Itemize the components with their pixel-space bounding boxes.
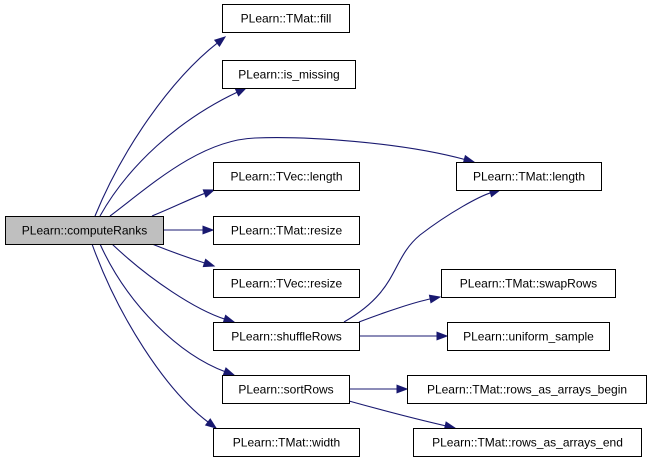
edge-computeRanks-to-sortRows — [99, 243, 236, 376]
edge-sortRows-to-rows_begin — [349, 384, 409, 394]
node-label: PLearn::TMat::fill — [241, 12, 332, 26]
edge-computeRanks-to-tvec_resize — [151, 243, 216, 268]
node-tmat_swapRows[interactable]: PLearn::TMat::swapRows — [441, 269, 616, 298]
arrowhead — [462, 154, 476, 164]
node-box — [213, 216, 360, 245]
node-tmat_fill[interactable]: PLearn::TMat::fill — [222, 4, 350, 33]
node-label: PLearn::sortRows — [238, 383, 333, 397]
node-sortRows[interactable]: PLearn::sortRows — [222, 375, 350, 404]
edge-line — [91, 243, 210, 424]
edge-line — [348, 400, 447, 427]
arrowhead — [436, 331, 449, 341]
node-box — [413, 428, 642, 457]
node-uniform_sample[interactable]: PLearn::uniform_sample — [447, 322, 610, 351]
edge-shuffleRows-to-tmat_length — [343, 188, 502, 323]
edge-computeRanks-to-tmat_resize — [162, 225, 215, 235]
node-box — [213, 428, 360, 457]
node-rows_end[interactable]: PLearn::TMat::rows_as_arrays_end — [413, 428, 642, 457]
arrowhead — [202, 258, 216, 268]
node-label: PLearn::uniform_sample — [463, 330, 594, 344]
edges-layer — [91, 36, 502, 431]
node-shuffleRows[interactable]: PLearn::shuffleRows — [213, 322, 360, 351]
node-label: PLearn::TMat::rows_as_arrays_begin — [427, 383, 627, 397]
edge-line — [99, 243, 226, 373]
edge-shuffleRows-to-uniform_sample — [359, 331, 449, 341]
arrowhead — [204, 418, 218, 429]
node-box — [213, 269, 360, 298]
node-box — [222, 375, 350, 404]
arrowhead — [428, 294, 442, 304]
node-is_missing[interactable]: PLearn::is_missing — [222, 60, 356, 89]
arrowhead — [202, 189, 216, 198]
node-tmat_width[interactable]: PLearn::TMat::width — [213, 428, 360, 457]
node-box — [407, 375, 647, 404]
node-box — [222, 60, 356, 89]
node-tvec_length[interactable]: PLearn::TVec::length — [213, 162, 360, 191]
edge-line — [99, 91, 239, 217]
node-tmat_length[interactable]: PLearn::TMat::length — [456, 162, 602, 191]
nodes-layer: PLearn::computeRanks PLearn::TMat::fillPL… — [5, 4, 647, 457]
node-label: PLearn::shuffleRows — [231, 330, 342, 344]
node-label: PLearn::TMat::width — [233, 436, 340, 450]
edge-computeRanks-to-tmat_width — [91, 243, 218, 429]
node-label: PLearn::TMat::length — [473, 170, 585, 184]
node-label: PLearn::TMat::resize — [231, 224, 343, 238]
edge-shuffleRows-to-tmat_swapRows — [358, 294, 442, 323]
node-label: PLearn::TVec::resize — [231, 277, 343, 291]
edge-line — [343, 192, 492, 323]
edge-computeRanks-to-tmat_fill — [94, 36, 227, 217]
node-label: PLearn::TMat::swapRows — [460, 277, 597, 291]
edge-line — [94, 42, 219, 217]
node-box — [5, 216, 164, 245]
node-box — [447, 322, 610, 351]
arrowhead — [202, 225, 215, 235]
node-box — [222, 4, 350, 33]
node-tvec_resize[interactable]: PLearn::TVec::resize — [213, 269, 360, 298]
edge-computeRanks-to-is_missing — [99, 87, 248, 217]
node-box — [441, 269, 616, 298]
node-label: PLearn::TVec::length — [230, 170, 342, 184]
edge-line — [111, 243, 226, 320]
node-box — [213, 162, 360, 191]
node-box — [213, 322, 360, 351]
edge-line — [151, 192, 206, 217]
arrowhead — [396, 384, 409, 394]
arrowhead — [222, 367, 236, 376]
node-box — [456, 162, 602, 191]
edge-sortRows-to-rows_end — [348, 400, 457, 431]
node-label: PLearn::TMat::rows_as_arrays_end — [432, 436, 623, 450]
node-label: PLearn::computeRanks — [22, 224, 147, 238]
node-tmat_resize[interactable]: PLearn::TMat::resize — [213, 216, 360, 245]
edge-line — [151, 243, 206, 264]
edge-line — [109, 137, 466, 217]
node-computeRanks: PLearn::computeRanks — [5, 216, 164, 245]
node-label: PLearn::is_missing — [238, 68, 339, 82]
arrowhead — [222, 314, 236, 324]
edge-computeRanks-to-tvec_length — [151, 189, 216, 217]
edge-line — [358, 298, 432, 323]
node-rows_begin[interactable]: PLearn::TMat::rows_as_arrays_begin — [407, 375, 647, 404]
arrowhead — [234, 87, 248, 97]
arrowhead — [213, 36, 227, 48]
